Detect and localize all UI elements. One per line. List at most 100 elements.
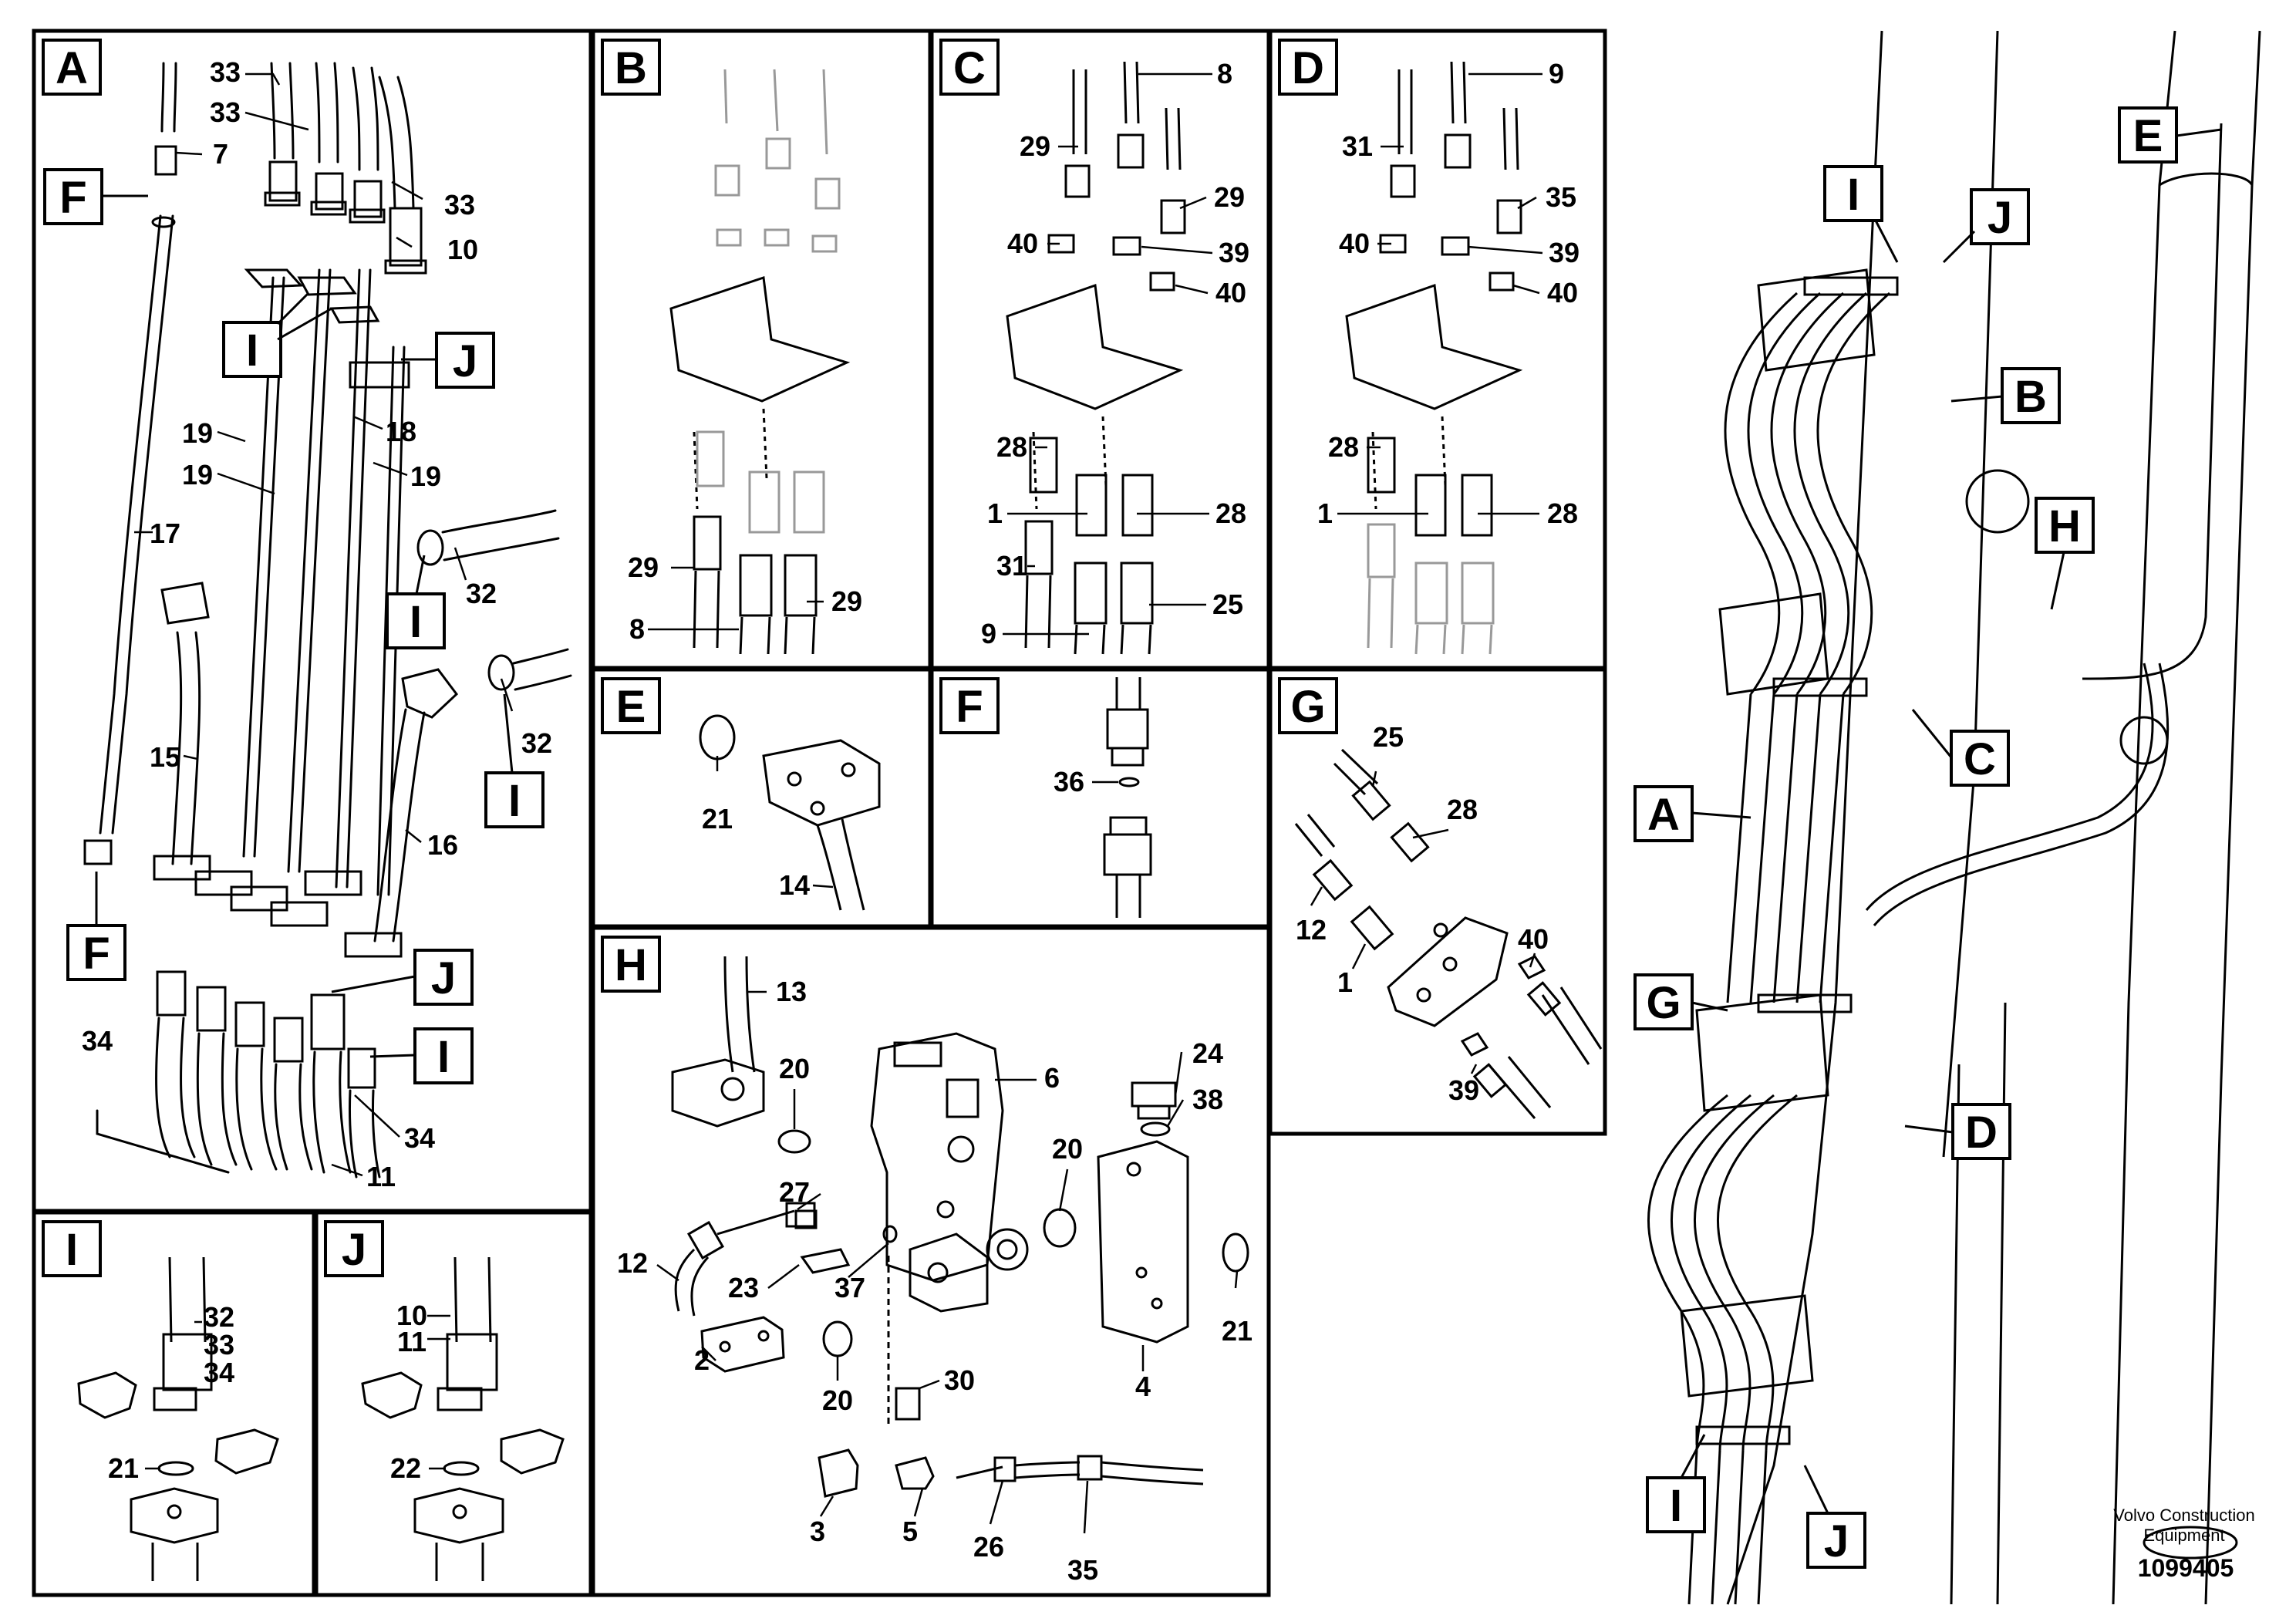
panel-letter-boxes — [42, 39, 1338, 1277]
overview-marker-boxes — [1633, 106, 2178, 1569]
callout-i-33: 33 — [204, 1329, 234, 1361]
panel-j-drawing — [361, 1256, 565, 1581]
overview-marker-j-top: J — [1988, 193, 2012, 243]
overview-marker-a: A — [1647, 790, 1680, 840]
callout-h-27: 27 — [779, 1176, 810, 1208]
callout-b-29-right: 29 — [831, 585, 862, 617]
callout-a-17: 17 — [150, 518, 180, 549]
callout-a-34-right: 34 — [404, 1122, 435, 1154]
overview-marker-e: E — [2133, 111, 2163, 161]
callout-g-1: 1 — [1337, 966, 1353, 998]
callout-i-34: 34 — [204, 1357, 234, 1388]
callout-d-1: 1 — [1317, 497, 1333, 529]
panel-letter-a: A — [56, 43, 88, 93]
panel-h-frame — [591, 926, 1271, 1597]
panel-letter-e: E — [616, 682, 646, 732]
detail-ref-i-upper: I — [246, 325, 258, 376]
panel-b-drawing — [669, 69, 851, 655]
overview-marker-d: D — [1965, 1108, 1998, 1158]
callout-f-36: 36 — [1054, 766, 1084, 798]
callout-h-13: 13 — [776, 976, 807, 1007]
callout-d-39: 39 — [1549, 237, 1580, 268]
callout-h-38: 38 — [1192, 1084, 1223, 1115]
panel-letter-b: B — [615, 43, 647, 93]
callout-h-2: 2 — [694, 1344, 710, 1376]
callout-c-29-left: 29 — [1020, 130, 1050, 162]
callout-a-19-left-top: 19 — [182, 417, 213, 449]
callouts: 33 33 7 33 10 19 19 18 19 17 32 32 15 16… — [82, 56, 1580, 1586]
callout-a-18: 18 — [386, 416, 416, 447]
callout-h-35: 35 — [1067, 1554, 1098, 1586]
callout-h-21: 21 — [1222, 1315, 1253, 1347]
callout-c-40-right: 40 — [1215, 277, 1246, 309]
callout-c-25: 25 — [1212, 588, 1243, 620]
detail-ref-i-right: I — [508, 776, 521, 826]
callout-e-21: 21 — [702, 803, 733, 835]
detail-ref-i-lower: I — [437, 1032, 450, 1082]
footer: Volvo Construction Equipment 1099405 — [2113, 1506, 2254, 1582]
overview-marker-leaders — [1680, 128, 2222, 1514]
panel-letter-d: D — [1292, 43, 1324, 93]
panel-letter-c: C — [953, 43, 986, 93]
detail-ref-i-mid: I — [410, 597, 422, 647]
callout-g-25: 25 — [1373, 721, 1404, 753]
panel-letter-i: I — [66, 1225, 78, 1275]
panel-letter-f: F — [956, 682, 983, 732]
callout-leaders — [96, 73, 1543, 1534]
overview-marker-b: B — [2014, 372, 2047, 422]
callout-a-32-upper: 32 — [466, 578, 497, 609]
callout-d-28-right: 28 — [1547, 497, 1578, 529]
panel-g-drawing — [1294, 748, 1603, 1119]
callout-i-32: 32 — [204, 1301, 234, 1333]
overview-marker-i-bottom: I — [1670, 1481, 1682, 1531]
overview-marker-labels: E I J B H C A G D I J — [1646, 111, 2163, 1566]
callout-a-15: 15 — [150, 741, 180, 773]
panel-a-detail-boxes — [43, 168, 544, 1084]
overview-marker-g: G — [1646, 978, 1681, 1028]
callout-i-21: 21 — [108, 1452, 139, 1484]
callout-d-40-left: 40 — [1339, 228, 1370, 259]
callout-a-33-right: 33 — [444, 189, 475, 221]
callout-h-20-top: 20 — [779, 1053, 810, 1084]
callout-h-23: 23 — [728, 1272, 759, 1303]
callout-c-28-left: 28 — [996, 431, 1027, 463]
panel-a-detail-labels: F I J I I F J I — [59, 173, 521, 1082]
panel-letter-j: J — [342, 1225, 366, 1275]
panel-e-drawing — [699, 714, 881, 911]
callout-e-14: 14 — [779, 869, 810, 901]
callout-c-39: 39 — [1219, 237, 1249, 268]
panel-i-drawing — [77, 1256, 279, 1581]
callout-h-26: 26 — [973, 1531, 1004, 1563]
panel-a-detail-leaders — [95, 194, 514, 1058]
callout-c-40-left: 40 — [1007, 228, 1038, 259]
panel-a-drawing — [83, 62, 572, 1179]
callout-b-29-left: 29 — [628, 551, 659, 583]
callout-c-9: 9 — [981, 618, 996, 649]
company-line-2: Equipment — [2143, 1526, 2224, 1545]
callout-d-28-left: 28 — [1328, 431, 1359, 463]
detail-ref-f-top: F — [59, 173, 86, 223]
callout-h-24: 24 — [1192, 1037, 1223, 1069]
company-line-1: Volvo Construction — [2113, 1506, 2254, 1525]
panel-c-frame — [929, 29, 1271, 670]
panel-letters: A B C D E F G H I J — [56, 43, 1326, 1275]
detail-ref-j-lower: J — [431, 953, 456, 1003]
callout-a-11: 11 — [366, 1161, 396, 1192]
callout-a-19-right: 19 — [410, 460, 441, 492]
callout-a-10: 10 — [447, 234, 478, 265]
overview-marker-i-top: I — [1847, 170, 1859, 220]
callout-g-39: 39 — [1448, 1074, 1479, 1106]
callout-d-31: 31 — [1342, 130, 1373, 162]
callout-j-10: 10 — [396, 1300, 427, 1331]
callout-b-8: 8 — [629, 613, 645, 645]
panel-d-drawing — [1345, 61, 1523, 655]
callout-h-6: 6 — [1044, 1062, 1060, 1094]
callout-c-29-right: 29 — [1214, 181, 1245, 213]
callout-d-35: 35 — [1546, 181, 1576, 213]
drawing-number: 1099405 — [2138, 1554, 2234, 1582]
callout-h-20-bottom: 20 — [822, 1384, 853, 1416]
callout-g-40: 40 — [1518, 923, 1549, 955]
panel-h-drawing — [671, 956, 1249, 1498]
detail-ref-f-bottom: F — [83, 929, 110, 979]
